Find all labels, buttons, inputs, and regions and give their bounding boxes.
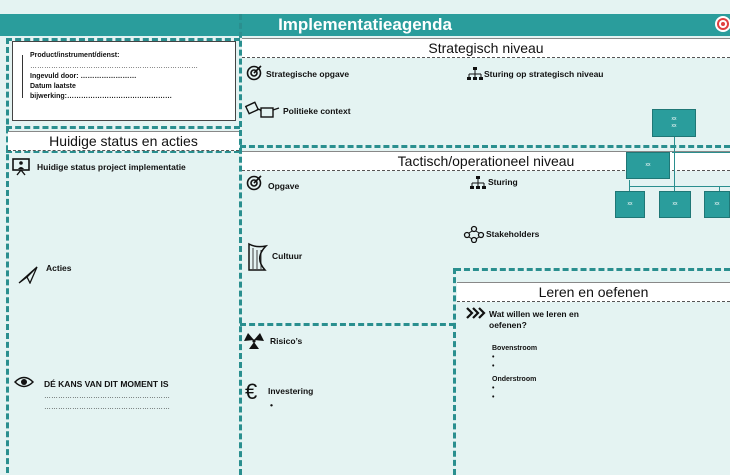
- opgave-label: Opgave: [268, 181, 300, 191]
- frame-top-left: [6, 38, 240, 41]
- org-box-middle: xx: [626, 152, 670, 179]
- org-line-h1: [672, 152, 730, 153]
- org-line-v4: [719, 186, 720, 192]
- presentation-icon: [12, 158, 30, 176]
- risicos-label: Risico’s: [270, 336, 303, 346]
- cultuur-label: Cultuur: [272, 251, 303, 261]
- chevrons-icon: [466, 307, 486, 319]
- product-dots: ………………………………………………………………: [30, 63, 198, 70]
- divider-tactisch: [240, 145, 730, 148]
- org-line-v3: [674, 186, 675, 192]
- tactisch-heading: Tactisch/operationeel niveau: [242, 151, 730, 171]
- org-box-bottom-3: xx: [704, 191, 730, 218]
- bovenstroom-bullet-1: •: [492, 354, 495, 361]
- divider-leren-left: [453, 268, 456, 475]
- target-icon: [713, 14, 730, 34]
- bovenstroom-bullet-2: •: [492, 363, 495, 370]
- strategische-opgave-label: Strategische opgave: [266, 69, 350, 79]
- hierarchy-icon: [467, 67, 483, 81]
- org-box-bottom-2: xx: [659, 191, 691, 218]
- datum-label: Datum laatste: [30, 83, 76, 90]
- hierarchy-icon: [470, 176, 486, 190]
- kans-label: DÉ KANS VAN DIT MOMENT IS: [44, 379, 169, 389]
- harp-icon: [246, 242, 268, 272]
- divider-leren-top: [455, 268, 730, 271]
- divider-status: [6, 150, 240, 153]
- leren-heading: Leren en oefenen: [457, 282, 730, 302]
- title-bar: [0, 14, 730, 36]
- org-box-top: xx xx: [652, 109, 696, 137]
- frame-left: [6, 38, 9, 473]
- investering-bullet: •: [270, 400, 273, 410]
- paper-plane-icon: [18, 266, 38, 284]
- target-icon: [246, 65, 262, 81]
- org-box-bottom-1: xx: [615, 191, 645, 218]
- huidige-status-label: Huidige status project implementatie: [37, 162, 186, 172]
- politieke-context-label: Politieke context: [283, 106, 351, 116]
- kans-dots-1: ………………………………………………: [44, 393, 170, 400]
- huidige-heading: Huidige status en acties: [8, 131, 239, 151]
- bijwerking-label: bijwerking:………………………………………: [30, 93, 172, 100]
- ingevuld-label: Ingevuld door: ……………………: [30, 73, 137, 80]
- frame-center-divider: [239, 14, 242, 475]
- acties-label: Acties: [46, 263, 72, 273]
- glasses-icon: [244, 100, 280, 120]
- product-label: Product/instrument/dienst:: [30, 52, 120, 59]
- onderstroom-bullet-2: •: [492, 394, 495, 401]
- euro-icon: €: [245, 379, 258, 404]
- investering-label: Investering: [268, 386, 314, 396]
- sturing-label: Sturing: [488, 177, 518, 187]
- radiation-icon: [243, 332, 265, 350]
- info-connector: [22, 55, 27, 98]
- onderstroom-label: Onderstroom: [492, 376, 537, 383]
- strategisch-heading: Strategisch niveau: [242, 38, 730, 58]
- stakeholders-label: Stakeholders: [486, 229, 540, 239]
- vraag-label: Wat willen we leren en oefenen?: [489, 309, 579, 330]
- eye-icon: [14, 376, 34, 388]
- stakeholders-icon: [463, 225, 485, 243]
- divider-left-mid: [6, 126, 240, 129]
- kans-dots-2: ………………………………………………: [44, 404, 170, 411]
- divider-risico: [240, 323, 455, 326]
- info-box: [12, 41, 236, 121]
- org-line-h2: [629, 186, 730, 187]
- org-line-v1: [674, 136, 675, 186]
- page-title: Implementatieagenda: [278, 15, 452, 34]
- sturing-strategisch-label: Sturing op strategisch niveau: [484, 69, 604, 79]
- org-line-v2: [629, 180, 630, 192]
- target-icon: [246, 175, 262, 191]
- bovenstroom-label: Bovenstroom: [492, 345, 538, 352]
- onderstroom-bullet-1: •: [492, 385, 495, 392]
